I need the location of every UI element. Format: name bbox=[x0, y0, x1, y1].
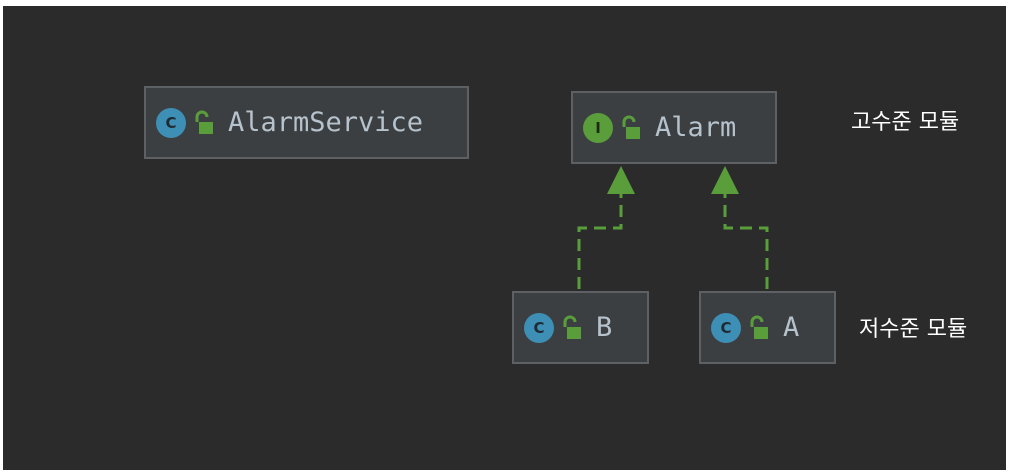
unlocked-padlock-icon bbox=[750, 315, 768, 339]
class-badge-icon: C bbox=[524, 312, 554, 343]
implements-arrowhead bbox=[711, 166, 739, 194]
node-name: Alarm bbox=[655, 112, 737, 143]
node-name: AlarmService bbox=[228, 107, 424, 138]
edge-a-to-alarm bbox=[711, 166, 769, 289]
node-alarm-service[interactable]: C AlarmService bbox=[144, 86, 469, 159]
diagram-canvas: C AlarmService I Alarm C B C A 고수준 모듈 bbox=[3, 6, 1006, 470]
unlocked-padlock-icon bbox=[563, 315, 581, 339]
edges-layer bbox=[577, 166, 769, 289]
interface-badge-icon: I bbox=[583, 112, 613, 143]
node-alarm[interactable]: I Alarm bbox=[571, 91, 777, 164]
unlocked-padlock-icon bbox=[195, 110, 213, 134]
class-badge-icon: C bbox=[711, 312, 741, 343]
class-badge-icon: C bbox=[156, 107, 186, 138]
high-level-module-label: 고수준 모듈 bbox=[851, 110, 960, 135]
node-b[interactable]: C B bbox=[512, 291, 649, 364]
node-name: B bbox=[596, 312, 613, 343]
edge-b-to-alarm bbox=[577, 166, 635, 289]
implements-arrowhead bbox=[607, 166, 635, 194]
low-level-module-label: 저수준 모듈 bbox=[859, 317, 968, 342]
node-name: A bbox=[783, 312, 800, 343]
node-a[interactable]: C A bbox=[699, 291, 836, 364]
unlocked-padlock-icon bbox=[622, 115, 640, 139]
